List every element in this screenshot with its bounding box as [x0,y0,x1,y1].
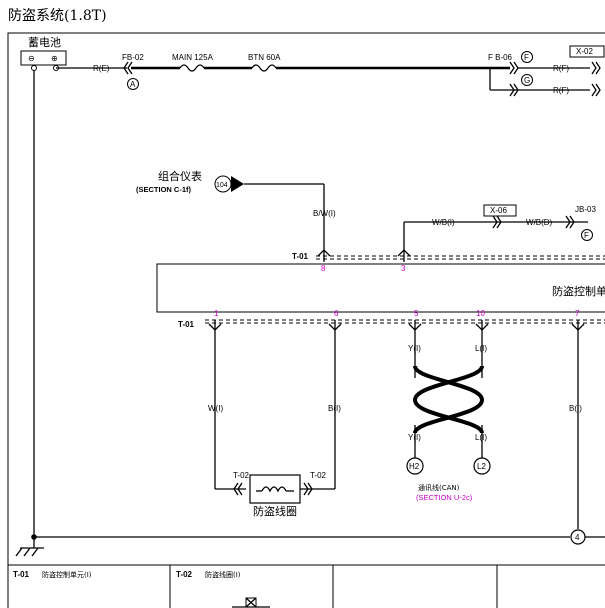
module-box [156,263,605,313]
cluster-arrow-icon [231,176,244,192]
battery-label: 蓄电池 [28,36,61,49]
module-bottom-conn-label: T-01 [178,320,195,329]
battery-neg-icon: ⊖ [28,54,35,63]
x06-label: X-06 [490,206,507,215]
fb02-label: FB-02 [122,53,144,62]
battery-neg-terminal [31,65,37,71]
pin-8-terminal-icon [317,249,331,262]
cluster-name: 组合仪表 [158,169,202,183]
can-h2-label: H2 [409,462,420,471]
coil-icon [261,486,287,493]
wire-label-rf2: R(F) [553,86,569,95]
g-connector-icon [509,83,519,97]
fb02-connector-icon [123,61,133,75]
jb03-connector-icon [565,215,575,229]
cluster-wire-label: B/W(I) [313,209,336,218]
footer-col2-code: T-02 [176,570,193,579]
module-top-pin-3: 3 [401,264,406,273]
coil-box [249,474,301,504]
fb02-circle [127,78,139,90]
pin-3-terminal-icon [397,249,411,262]
module-bottom-pin-5: 5 [414,309,419,318]
b6-wire-label: B(I) [328,404,341,413]
fb06-connector-icon [509,61,519,75]
coil-connector-face-icon [232,597,270,608]
btn-fuse-icon [251,64,277,72]
can-twist-b [412,365,484,434]
module-bottom-pin-7: 7 [575,309,580,318]
g-circle [521,74,533,86]
pin-7-terminal-icon [571,320,585,332]
module-bottom-pin-10: 10 [476,309,485,318]
fb06-circle-label: F [524,53,529,62]
main-fuse-label: MAIN 125A [172,53,214,62]
x06-box [483,204,517,217]
footer-col1-name: 防盗控制单元(I) [42,570,92,579]
x02-box [569,45,605,58]
fb02-circle-label: A [130,80,136,89]
footer-col2-name: 防盗线圈(I) [205,570,241,579]
diagram-frame [7,32,605,608]
module-bottom-pin-6: 6 [334,309,339,318]
wb-wire-label-1: W/B(I) [432,218,455,227]
cluster-section: (SECTION C-1f) [136,185,192,194]
w-wire-label: W(I) [208,404,223,413]
main-fuse-icon [179,64,205,72]
wire-label-re: R(E) [93,64,110,73]
coil-conn-right-label: T-02 [310,471,327,480]
can-l-bot-label: L(I) [475,433,487,442]
wb-wire-label-2: W/B(D) [526,218,553,227]
module-bottom-pin-1: 1 [214,309,219,318]
x06-connector-icon [492,215,502,229]
jb03-circle [581,229,593,241]
battery-symbol [20,50,67,66]
coil-conn-left-label: T-02 [233,471,250,480]
coil-right-connector-icon [303,482,313,496]
can-l-top-label: L(I) [475,344,487,353]
g-circle-label: G [524,76,530,85]
jb03-circle-label: F [584,231,589,240]
pin-10-terminal-icon [475,320,489,332]
pin-5-terminal-icon [408,320,422,332]
module-name: 防盗控制单 [552,284,605,298]
can-l2-circle [473,457,491,475]
can-name: 通讯线(CAN) [418,483,460,492]
jb03-label: JB-03 [575,205,596,214]
footer-col1-code: T-01 [13,570,30,579]
can-twist-a [413,365,485,434]
pin-1-terminal-icon [208,320,222,332]
can-y-bot-label: Y(I) [408,433,421,442]
ground-icon [15,547,44,557]
x02-connector-icon [591,61,601,75]
x02-label: X-02 [576,47,593,56]
module-top-conn-label: T-01 [292,252,309,261]
ground-point-label: 4 [575,533,580,542]
coil-name: 防盗线圈 [253,504,297,518]
rf2-connector-icon [591,83,601,97]
fb06-label: F B-06 [488,53,513,62]
btn-fuse-label: BTN 60A [248,53,281,62]
can-section: (SECTION U-2c) [416,493,473,502]
b7-wire-label: B(I) [569,404,582,413]
can-h2-circle [406,457,424,475]
fb06-circle [521,51,533,63]
can-l2-label: L2 [477,462,486,471]
module-top-pin-8: 8 [321,264,326,273]
cluster-conn-label: 104 [216,182,228,189]
page-title: 防盗系统(1.8T) [8,8,107,24]
can-y-top-label: Y(I) [408,344,421,353]
pin-6-terminal-icon [328,320,342,332]
coil-left-connector-icon [233,482,243,496]
battery-pos-icon: ⊕ [51,54,58,63]
wire-label-rf1: R(F) [553,64,569,73]
